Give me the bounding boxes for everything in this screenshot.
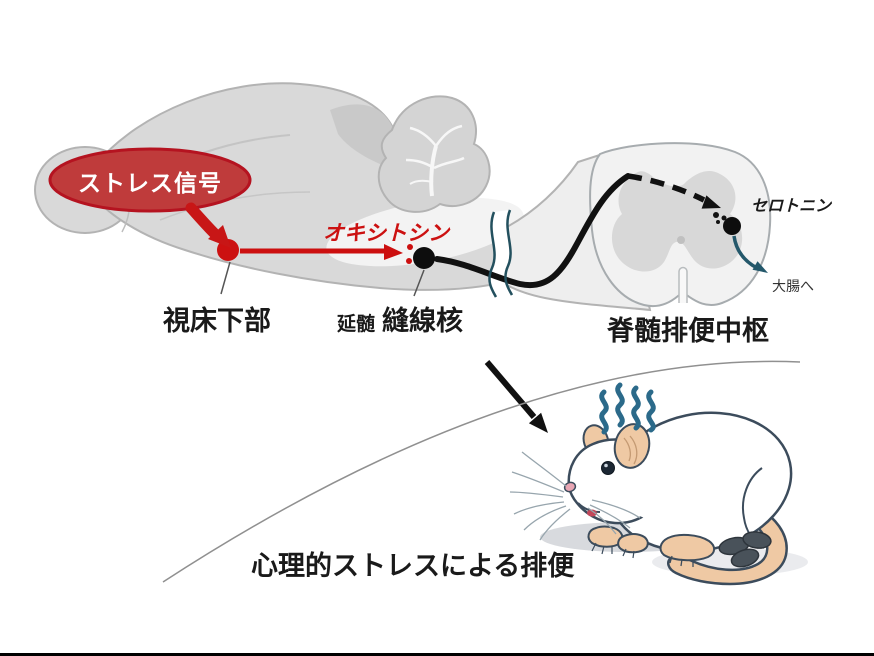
hypothalamus-label: 視床下部 xyxy=(163,306,271,336)
stress-signal-balloon xyxy=(48,147,252,248)
ventral-fissure xyxy=(678,266,688,303)
raphe-leader-line xyxy=(413,269,425,297)
hypothalamus-leader-line xyxy=(220,261,231,295)
oxytocin-arrowhead xyxy=(384,244,403,260)
raphe-to-cord-pathway xyxy=(434,173,741,289)
stress-signal-label: ストレス信号 xyxy=(78,170,222,196)
mouse-whiskers xyxy=(509,451,641,541)
spinal-cord-section xyxy=(589,142,772,307)
central-canal xyxy=(677,236,685,244)
figure-caption: 心理的ストレスによる排便 xyxy=(251,551,575,581)
pathway-solid-line xyxy=(434,173,631,289)
to-colon-arrow xyxy=(732,235,768,273)
colon-arrowhead xyxy=(752,261,768,273)
fecal-pellets xyxy=(718,531,772,568)
serotonin-release-dots xyxy=(713,212,727,224)
raphe-label-row: 延髄 縫線核 xyxy=(337,299,463,338)
bottom-border-rule xyxy=(0,653,874,656)
cerebellum-arbor xyxy=(405,124,465,197)
oxytocin-label: オキシトシン xyxy=(323,222,449,245)
medulla-label: 延髄 xyxy=(337,314,376,335)
pathway-arrowhead xyxy=(701,195,721,209)
serotonin-neuron-dot xyxy=(723,217,741,235)
stress-ellipse xyxy=(48,147,252,213)
cortex-sulcus-line xyxy=(159,191,311,221)
raphe-nucleus-label: 縫線核 xyxy=(382,306,464,336)
mouse-eye-highlight xyxy=(604,463,608,468)
gray-matter xyxy=(611,171,743,272)
mouse-hind-foot xyxy=(659,533,716,562)
cord-break-marks xyxy=(488,209,514,298)
pathway-dashed-line xyxy=(627,173,706,203)
mouse-front-paw xyxy=(617,532,649,554)
mouse-ear-inner-lines xyxy=(623,435,638,465)
stress-squiggles xyxy=(599,382,656,435)
stress-arrow-shaft xyxy=(185,202,220,239)
downward-arrow xyxy=(484,360,548,433)
mouse-neck-blend xyxy=(622,451,682,519)
stress-arrowhead xyxy=(208,225,231,248)
brain-silhouette xyxy=(34,82,550,291)
serotonin-label: セロトニン xyxy=(751,198,832,215)
downward-arrowhead xyxy=(528,412,548,433)
midbrain-shade xyxy=(330,104,396,168)
mouse-illustration xyxy=(509,382,808,586)
spinal-defecation-center-label: 脊髄排便中枢 xyxy=(607,316,769,346)
to-large-intestine-label: 大腸へ xyxy=(772,278,814,294)
raphe-nucleus-dot xyxy=(413,247,435,269)
ground-arc xyxy=(162,360,801,583)
mouse-hind-toes xyxy=(669,555,694,567)
mouse-tongue xyxy=(587,509,597,517)
mouse-front-toes xyxy=(591,542,635,559)
mouse-mouth xyxy=(577,502,601,513)
mouse-eye xyxy=(601,461,615,475)
mouse-nose xyxy=(563,481,577,493)
